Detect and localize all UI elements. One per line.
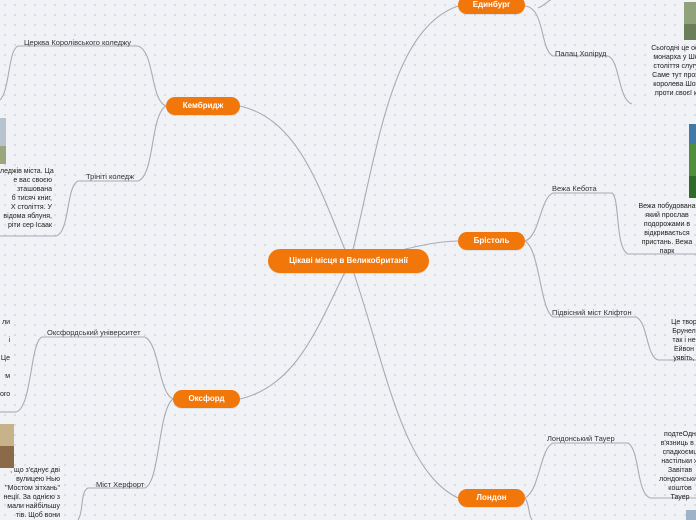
desc-trinity: леджів міста. Ца е вас своєю зташована б… (0, 168, 54, 229)
topic-trinity[interactable]: Трініті коледж (86, 172, 135, 181)
topic-holyrood[interactable]: Палац Холіруд (555, 49, 607, 58)
trinity-photo (0, 118, 6, 164)
tower-photo (686, 510, 696, 520)
desc-hertford: , що з'єднує дві вулицею Нью "Мостом зіт… (3, 467, 60, 519)
node-edinburgh[interactable]: Единбург (458, 0, 525, 14)
desc-holyrood: Сьогодні це оф монарха у Шо століття слу… (651, 45, 696, 97)
central-topic[interactable]: Цікаві місця в Великобританії (268, 249, 429, 273)
desc-cabot: Вежа побудована який прослав подорожами … (638, 203, 696, 255)
connector-edinburgh (349, 5, 459, 263)
node-cambridge[interactable]: Кембридж (166, 97, 240, 115)
connector-oxford (239, 261, 351, 400)
node-oxford[interactable]: Оксфорд (173, 390, 240, 408)
desc-oxford-uni: ли і Це м ого (0, 319, 11, 398)
connector-cambridge (239, 105, 351, 263)
node-london[interactable]: Лондон (458, 489, 525, 507)
topic-cabot[interactable]: Вежа Кебота (552, 184, 597, 193)
desc-clifton: Це твор Брунел так і не Ейвон уявіть, (671, 319, 696, 362)
topic-hertford[interactable]: Міст Херфорт (96, 480, 145, 489)
connector-london (349, 261, 459, 499)
cabot-tower-photo (689, 124, 696, 198)
topic-kings-chapel[interactable]: Церква Королівського коледжу (24, 38, 131, 47)
desc-tower: подтеОдн в'язниць в с спадкоємц настільк… (659, 431, 696, 501)
topic-tower[interactable]: Лондонський Тауер (547, 434, 615, 443)
node-bristol[interactable]: Брістоль (458, 232, 525, 250)
topic-clifton[interactable]: Підвісний міст Кліфтон (552, 308, 632, 317)
topic-oxford-uni[interactable]: Оксфордський університет (47, 328, 141, 337)
